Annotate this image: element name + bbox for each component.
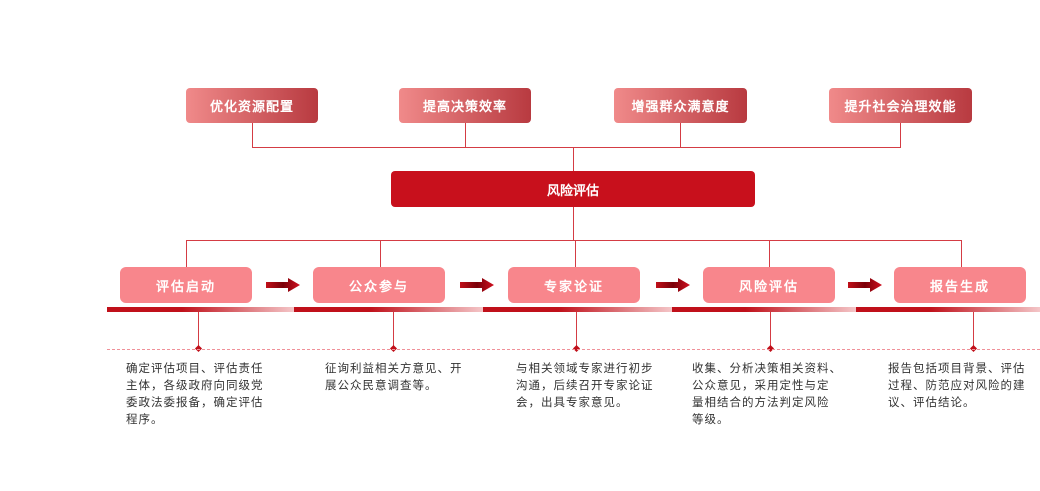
connector [973, 312, 974, 348]
connector [576, 312, 577, 348]
desc-line: 确定评估项目、评估责任 [126, 361, 264, 375]
desc-line: 会，出具专家意见。 [516, 395, 629, 409]
timeline-bar [483, 307, 672, 312]
desc-line: 公众意见，采用定性与定 [692, 378, 830, 392]
desc-line: 等级。 [692, 412, 730, 426]
step-description: 确定评估项目、评估责任主体，各级政府向同级党委政法委报备，确定评估程序。 [126, 360, 264, 428]
timeline-bar [856, 307, 1040, 312]
desc-line: 主体，各级政府向同级党 [126, 378, 264, 392]
step-box: 公众参与 [313, 267, 445, 303]
goal-box: 优化资源配置 [186, 88, 318, 123]
desc-line: 议、评估结论。 [888, 395, 976, 409]
dashed-divider [107, 349, 1040, 350]
arrow-right-icon [848, 278, 882, 292]
step-box: 风险评估 [703, 267, 835, 303]
arrow-right-icon [266, 278, 300, 292]
desc-line: 展公众民意调查等。 [325, 378, 438, 392]
goal-box: 增强群众满意度 [614, 88, 747, 123]
connector [380, 240, 381, 267]
connector [680, 123, 681, 147]
step-description: 征询利益相关方意见、开展公众民意调查等。 [325, 360, 463, 394]
desc-line: 与相关领域专家进行初步 [516, 361, 654, 375]
desc-line: 委政法委报备，确定评估 [126, 395, 264, 409]
goal-box: 提高决策效率 [399, 88, 531, 123]
connector [465, 123, 466, 147]
desc-line: 报告包括项目背景、评估 [888, 361, 1026, 375]
step-box: 报告生成 [894, 267, 1026, 303]
desc-line: 过程、防范应对风险的建 [888, 378, 1026, 392]
center-box: 风险评估 [391, 171, 755, 207]
timeline-bar [107, 307, 294, 312]
connector [573, 147, 574, 171]
connector [961, 240, 962, 267]
step-description: 与相关领域专家进行初步沟通，后续召开专家论证会，出具专家意见。 [516, 360, 654, 411]
desc-line: 量相结合的方法判定风险 [692, 395, 830, 409]
goal-box: 提升社会治理效能 [829, 88, 972, 123]
arrow-right-icon [460, 278, 494, 292]
connector [900, 123, 901, 147]
step-box: 评估启动 [120, 267, 252, 303]
desc-line: 程序。 [126, 412, 164, 426]
step-description: 报告包括项目背景、评估过程、防范应对风险的建议、评估结论。 [888, 360, 1026, 411]
step-description: 收集、分析决策相关资料、公众意见，采用定性与定量相结合的方法判定风险等级。 [692, 360, 842, 428]
timeline-bar [672, 307, 856, 312]
connector [186, 240, 961, 241]
connector [769, 240, 770, 267]
connector [186, 240, 187, 267]
connector [252, 123, 253, 147]
connector [575, 240, 576, 267]
connector [252, 147, 901, 148]
connector [198, 312, 199, 348]
desc-line: 征询利益相关方意见、开 [325, 361, 463, 375]
desc-line: 沟通，后续召开专家论证 [516, 378, 654, 392]
desc-line: 收集、分析决策相关资料、 [692, 361, 842, 375]
connector [393, 312, 394, 348]
connector [573, 207, 574, 240]
arrow-right-icon [656, 278, 690, 292]
connector [770, 312, 771, 348]
step-box: 专家论证 [508, 267, 640, 303]
timeline-bar [294, 307, 483, 312]
